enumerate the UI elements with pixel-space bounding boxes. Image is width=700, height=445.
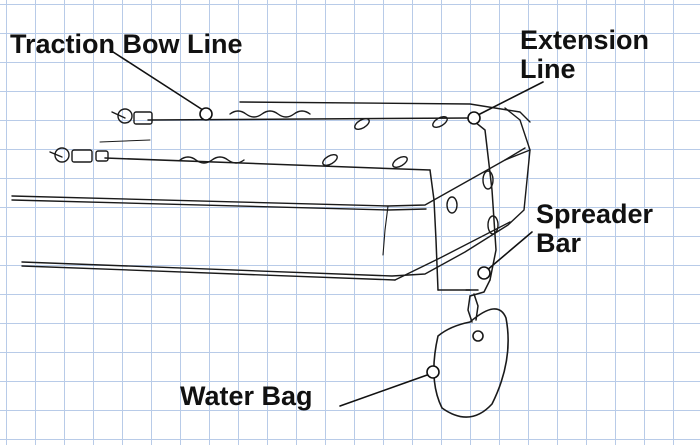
- traction-bow-lines: [104, 117, 497, 297]
- spreader-bar-label: Spreader Bar: [536, 200, 653, 258]
- spreader-bar: [465, 289, 479, 323]
- spreader-bar-text-1: Spreader: [536, 199, 654, 229]
- water-bag-text: Water Bag: [180, 381, 313, 411]
- water-bag-callout-dot: [426, 365, 440, 379]
- extension-line-text-2: Line: [520, 54, 576, 84]
- traction-bow-line-callout-dot: [199, 107, 213, 121]
- bow-clamps: [49, 108, 153, 163]
- spreader-bar-callout-dot: [477, 266, 491, 280]
- extension-line-text-1: Extension: [520, 25, 650, 55]
- line-knots: [179, 110, 499, 235]
- water-bag-label: Water Bag: [180, 382, 313, 411]
- water-bag: [433, 308, 509, 418]
- extension-line-label: Extension Line: [520, 26, 649, 84]
- traction-bow-line-text: Traction Bow Line: [10, 29, 243, 59]
- spreader-bar-text-2: Bar: [536, 228, 582, 258]
- callout-leaders: [109, 49, 544, 407]
- traction-bow-line-label: Traction Bow Line: [10, 30, 243, 59]
- mattress: [11, 101, 531, 281]
- extension-line-callout-dot: [467, 111, 481, 125]
